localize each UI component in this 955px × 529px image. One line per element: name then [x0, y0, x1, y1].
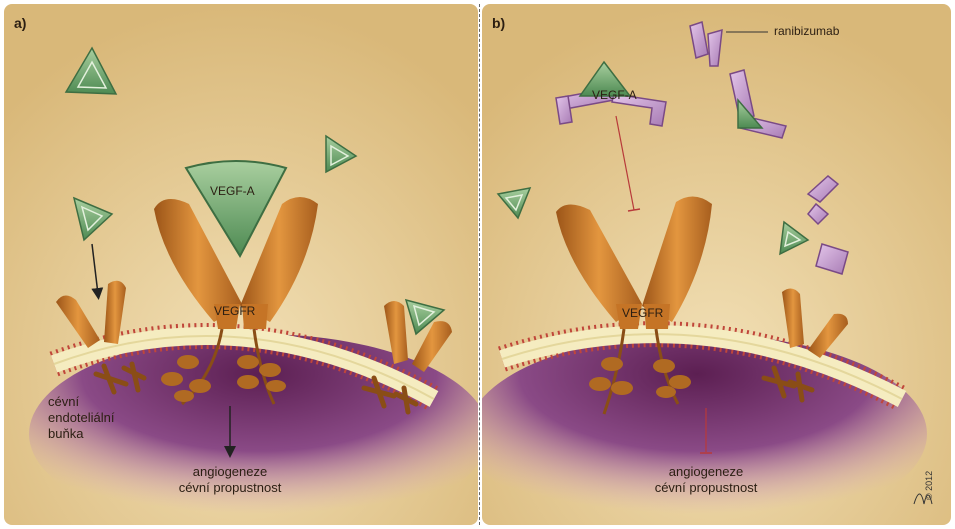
vegfr-label: VEGFR: [214, 304, 256, 318]
effect-angiogenesis: angiogeneze: [668, 464, 744, 479]
vegfr-receptor-small: [56, 280, 147, 395]
artist-signature: [913, 493, 933, 505]
cell-label-line-2: endoteliální: [48, 410, 115, 425]
vegfr-receptor: [154, 197, 318, 406]
panel-divider: [479, 4, 480, 525]
vegf-ligand: [404, 298, 446, 336]
panel-label-b: b): [492, 15, 506, 31]
vegf-ligand: [64, 46, 118, 95]
vegf-a-label: VEGF-A: [592, 88, 637, 102]
panel-a: a) VEGF-A VEGFR cévní endoteliální buňka…: [4, 4, 478, 525]
binding-arrow: [91, 243, 104, 300]
vegf-ligand: [737, 97, 764, 129]
copyright-credit: © 2012: [924, 470, 934, 500]
ranibizumab-label: ranibizumab: [774, 24, 840, 38]
cell-label-line-3: buňka: [48, 426, 84, 441]
vegf-a-neutralized-ligand: [578, 60, 632, 97]
vegf-ligand: [72, 196, 114, 242]
vegf-ligand: [779, 220, 810, 256]
vegf-a-bound-ligand: [184, 160, 288, 259]
vegf-ligand: [325, 134, 358, 174]
effect-permeability: cévní propustnost: [654, 480, 758, 495]
vegfr-receptor-small: [361, 301, 452, 415]
panel-b: b) ranibizumab VEGF-A VEGFR angiogeneze …: [482, 4, 951, 525]
vegf-ligand: [496, 187, 532, 220]
cell-label-line-1: cévní: [48, 394, 80, 409]
effect-permeability: cévní propustnost: [178, 480, 282, 495]
panel-label-a: a): [14, 15, 27, 31]
ranibizumab-antibody: [806, 175, 840, 226]
ranibizumab-antibody: [689, 21, 723, 67]
vegf-a-label: VEGF-A: [210, 184, 255, 198]
panel-b-illustration: [482, 4, 951, 525]
panel-a-illustration: [4, 4, 478, 525]
inhibition-line: [615, 115, 635, 211]
vegfr-receptor-small: [761, 288, 848, 403]
effect-angiogenesis: angiogeneze: [192, 464, 268, 479]
ranibizumab-antibody: [815, 243, 849, 275]
vegfr-label: VEGFR: [622, 306, 664, 320]
cell-cytoplasm: [29, 334, 478, 525]
vegfr-receptor: [556, 196, 712, 415]
